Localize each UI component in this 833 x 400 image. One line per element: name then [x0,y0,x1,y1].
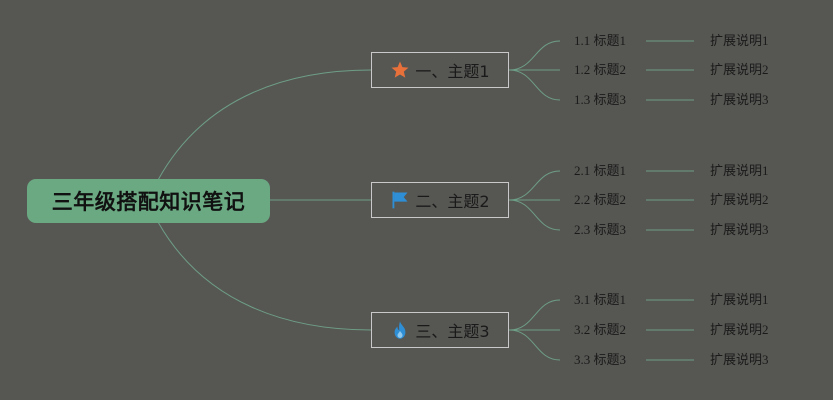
connector-root-topic-3 [157,221,372,331]
connector-root-topic-1 [157,69,372,181]
topic-node-2[interactable]: 二、主题2 [371,182,509,218]
subtopic-3-1[interactable]: 3.1 标题1 [574,292,627,307]
note-1-3[interactable]: 扩展说明3 [710,92,769,107]
note-3-2[interactable]: 扩展说明2 [710,322,769,337]
subtopic-3-3[interactable]: 3.3 标题3 [574,352,627,367]
subtopic-1-2[interactable]: 1.2 标题2 [574,62,627,77]
flag-icon [390,190,410,210]
subtopic-3-2[interactable]: 3.2 标题2 [574,322,627,337]
topic-label: 二、主题2 [415,192,490,211]
note-1-1[interactable]: 扩展说明1 [710,33,769,48]
connector-topic-2-sub-3 [508,199,561,231]
note-2-1[interactable]: 扩展说明1 [710,163,769,178]
topic-node-3[interactable]: 三、主题3 [371,312,509,348]
fire-icon [390,320,410,340]
note-3-1[interactable]: 扩展说明1 [710,292,769,307]
root-node[interactable]: 三年级搭配知识笔记 [27,179,270,223]
topic-label: 三、主题3 [415,322,490,341]
connector-topic-3-sub-3 [508,329,561,361]
note-1-2[interactable]: 扩展说明2 [710,62,769,77]
subtopic-2-1[interactable]: 2.1 标题1 [574,163,627,178]
subtopic-1-1[interactable]: 1.1 标题1 [574,33,627,48]
topic-node-1[interactable]: 一、主题1 [371,52,509,88]
note-2-3[interactable]: 扩展说明3 [710,222,769,237]
note-2-2[interactable]: 扩展说明2 [710,192,769,207]
note-3-3[interactable]: 扩展说明3 [710,352,769,367]
root-node-label: 三年级搭配知识笔记 [51,190,246,214]
connector-topic-1-sub-3 [508,69,561,101]
subtopic-2-3[interactable]: 2.3 标题3 [574,222,627,237]
subtopic-2-2[interactable]: 2.2 标题2 [574,192,627,207]
star-icon [390,60,410,80]
connector-topic-1-sub-1 [508,40,561,71]
connector-topic-2-sub-1 [508,170,561,201]
subtopic-1-3[interactable]: 1.3 标题3 [574,92,627,107]
connector-topic-3-sub-1 [508,299,561,331]
topic-label: 一、主题1 [415,62,490,81]
